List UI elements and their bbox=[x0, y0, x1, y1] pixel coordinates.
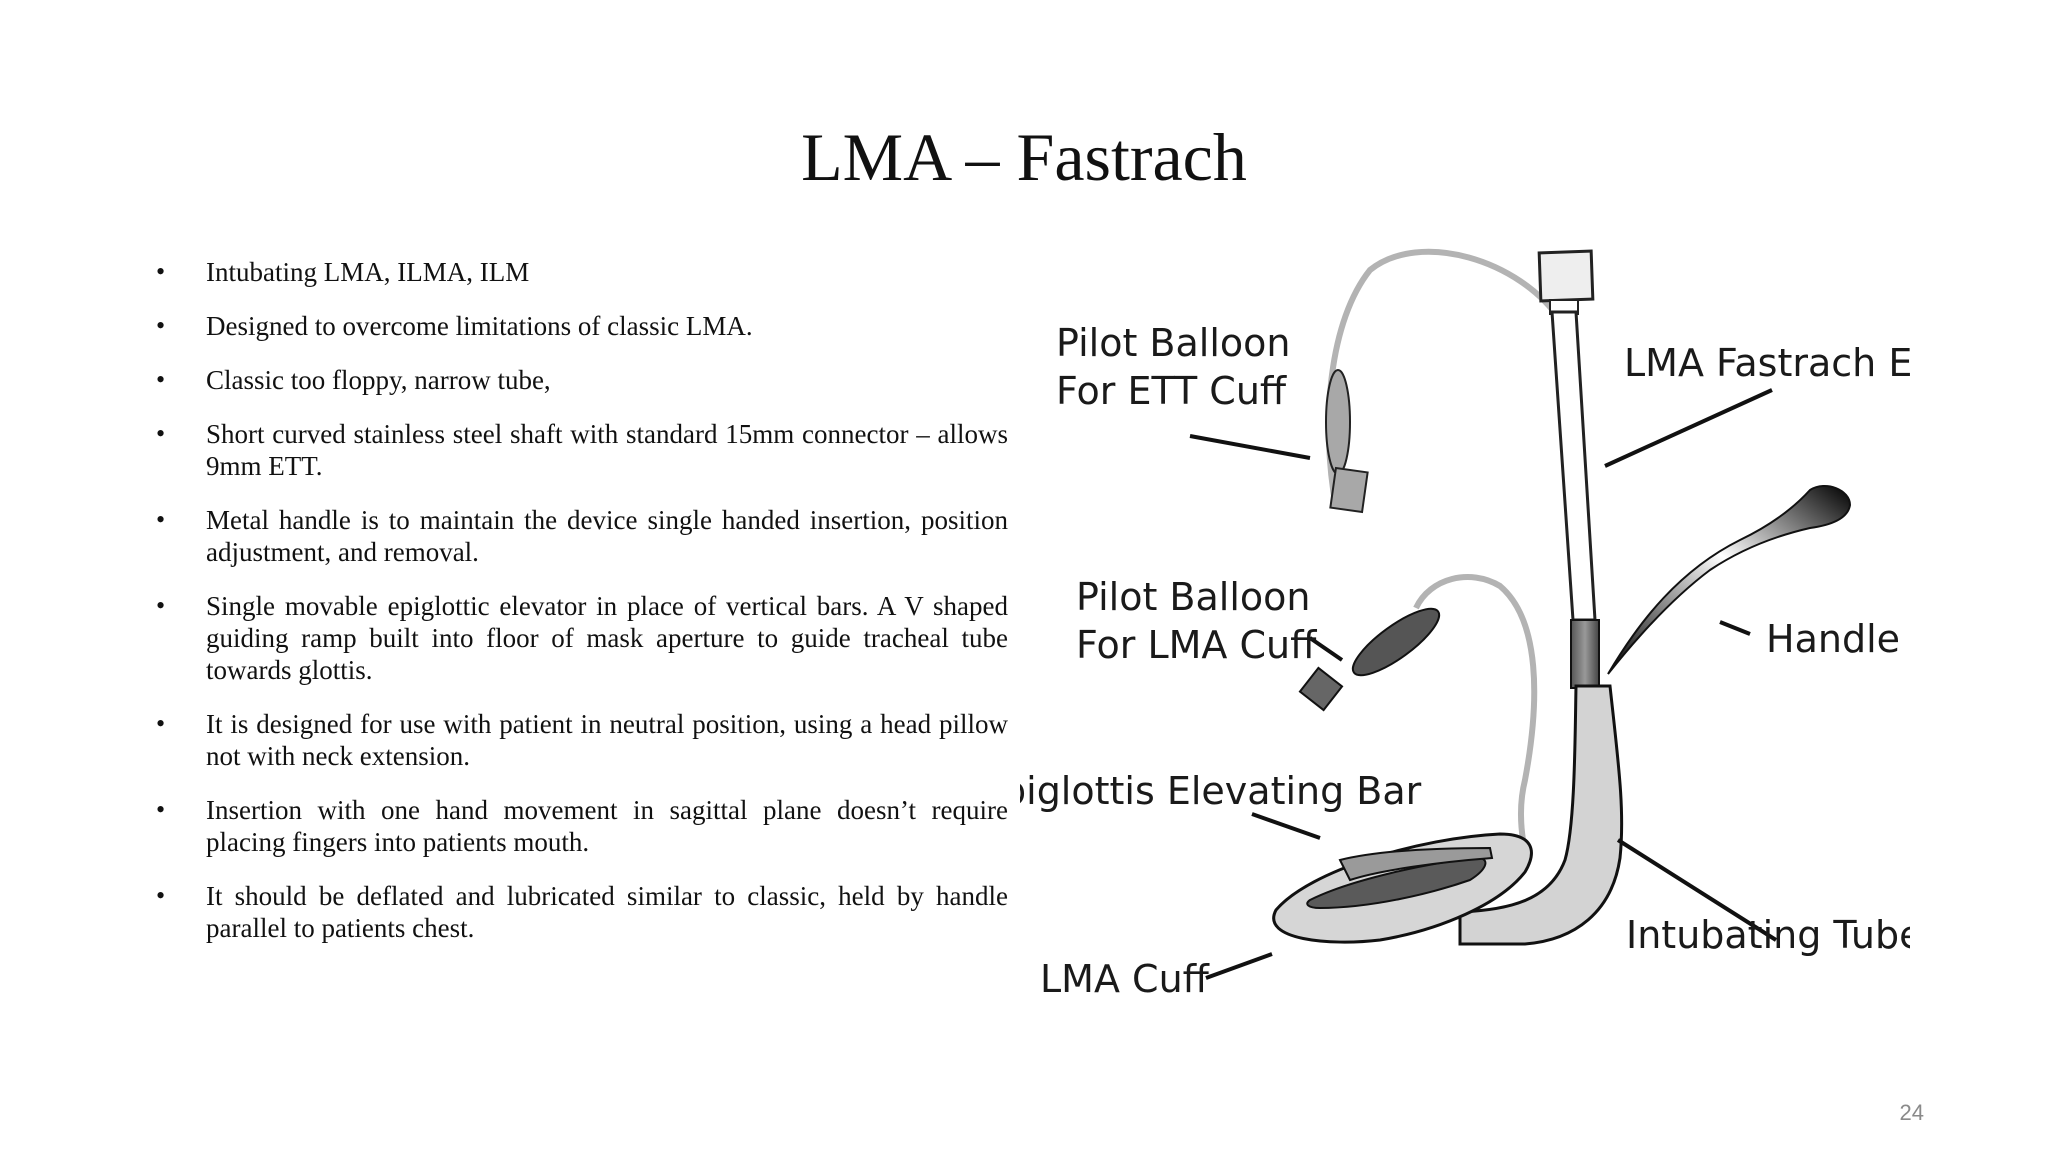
bullet-dot-icon: • bbox=[156, 709, 166, 738]
bullet-dot-icon: • bbox=[156, 795, 166, 824]
fastrach-leader-line bbox=[1604, 388, 1773, 468]
bullet-item: • Designed to overcome limitations of cla… bbox=[150, 310, 1008, 342]
pilot-ett-leader-line bbox=[1189, 434, 1311, 460]
bullet-item: • It should be deflated and lubricated si… bbox=[150, 880, 1008, 944]
label-lma-fastrach-ett: LMA Fastrach ETT bbox=[1624, 341, 1910, 385]
bullet-dot-icon: • bbox=[156, 505, 166, 534]
bullet-list: • Intubating LMA, ILMA, ILM • Designed to … bbox=[150, 256, 1008, 966]
page-number: 24 bbox=[1899, 1100, 1924, 1125]
bullet-text: Single movable epiglottic elevator in pl… bbox=[206, 591, 1008, 685]
bullet-text: It should be deflated and lubricated sim… bbox=[206, 881, 1008, 943]
metal-shaft bbox=[1570, 619, 1600, 689]
bullet-item: • It is designed for use with patient in … bbox=[150, 708, 1008, 772]
ett-pilot-line bbox=[1325, 248, 1563, 509]
bullet-text: Short curved stainless steel shaft with … bbox=[206, 419, 1008, 481]
bullet-dot-icon: • bbox=[156, 881, 166, 910]
label-pilot-balloon-ett-line1: Pilot Balloon bbox=[1056, 321, 1290, 365]
bullet-text: Designed to overcome limitations of clas… bbox=[206, 311, 753, 341]
bullet-text: Metal handle is to maintain the device s… bbox=[206, 505, 1008, 567]
bullet-dot-icon: • bbox=[156, 419, 166, 448]
ett-connector bbox=[1537, 249, 1595, 303]
bullet-text: Classic too floppy, narrow tube, bbox=[206, 365, 551, 395]
pilot-lma-leader-line bbox=[1308, 636, 1344, 662]
lma-pilot-balloon bbox=[1351, 607, 1441, 677]
epiglottis-leader-line bbox=[1251, 812, 1321, 840]
label-pilot-balloon-lma-line1: Pilot Balloon bbox=[1076, 575, 1310, 619]
label-intubating-tube: Intubating Tube bbox=[1626, 913, 1910, 957]
handle-shape bbox=[1607, 485, 1852, 675]
lma-pilot-line bbox=[1413, 574, 1538, 841]
label-handle: Handle bbox=[1766, 617, 1900, 661]
epiglottis-elevating-bar bbox=[1338, 846, 1494, 882]
bullet-item: • Intubating LMA, ILMA, ILM bbox=[150, 256, 1008, 288]
bullet-text: Intubating LMA, ILMA, ILM bbox=[206, 257, 530, 287]
bullet-text: Insertion with one hand movement in sagi… bbox=[206, 795, 1008, 857]
label-pilot-balloon-ett-line2: For ETT Cuff bbox=[1056, 369, 1287, 413]
bullet-item: • Classic too floppy, narrow tube, bbox=[150, 364, 1008, 396]
slide-title: LMA – Fastrach bbox=[801, 119, 1247, 195]
bullet-text: It is designed for use with patient in n… bbox=[206, 709, 1008, 771]
label-pilot-balloon-lma-line2: For LMA Cuff bbox=[1076, 623, 1317, 667]
ett-pilot-valve bbox=[1329, 466, 1369, 514]
bullet-dot-icon: • bbox=[156, 591, 166, 620]
ett-tube bbox=[1550, 310, 1597, 622]
lma-cuff-aperture bbox=[1306, 856, 1487, 910]
bullet-item: • Single movable epiglottic elevator in p… bbox=[150, 590, 1008, 686]
lma-fastrach-diagram: Pilot Balloon For ETT Cuff LMA Fastrach … bbox=[1020, 240, 1910, 1020]
handle-leader-line bbox=[1719, 620, 1751, 636]
lma-cuff-leader-line bbox=[1205, 952, 1273, 980]
ett-pilot-balloon bbox=[1325, 369, 1351, 475]
bullet-item: • Metal handle is to maintain the device … bbox=[150, 504, 1008, 568]
bullet-dot-icon: • bbox=[156, 257, 166, 286]
bullet-item: • Insertion with one hand movement in sag… bbox=[150, 794, 1008, 858]
intubating-tube-leader-line bbox=[1616, 838, 1778, 942]
lma-fastrach-illustration: Pilot Balloon For ETT Cuff LMA Fastrach … bbox=[1020, 248, 1910, 1001]
bullet-dot-icon: • bbox=[156, 365, 166, 394]
bullet-item: • Short curved stainless steel shaft with… bbox=[150, 418, 1008, 482]
bullet-dot-icon: • bbox=[156, 311, 166, 340]
label-lma-cuff: LMA Cuff bbox=[1040, 957, 1210, 1001]
label-epiglottis-elevating-bar: Epiglottis Elevating Bar bbox=[1020, 769, 1422, 813]
intubating-tube bbox=[1458, 684, 1624, 946]
lma-pilot-valve bbox=[1298, 666, 1344, 712]
